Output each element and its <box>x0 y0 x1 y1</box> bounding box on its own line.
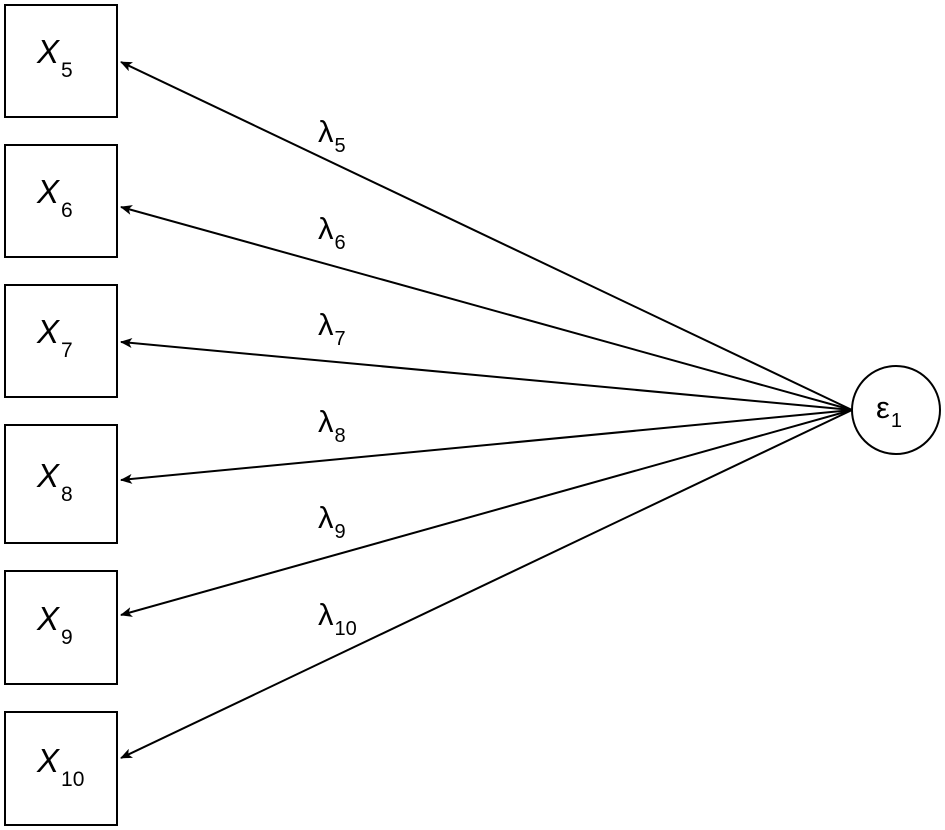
loading-label-8: λ8 <box>318 404 346 447</box>
indicator-symbol: X <box>36 33 61 70</box>
arrow-x10 <box>120 409 853 759</box>
indicator-box-x9: X9 <box>4 570 118 685</box>
svg-text:X6: X6 <box>36 173 73 222</box>
indicator-symbol: X <box>36 173 61 210</box>
indicator-subscript: 6 <box>61 199 73 222</box>
arrow-x6 <box>120 205 853 411</box>
indicator-symbol: X <box>36 600 61 637</box>
indicator-box-x8: X8 <box>4 424 118 544</box>
arrow-x5 <box>120 61 853 411</box>
indicator-boxes: X5 X6 X7 X8 X9 X10 <box>4 4 118 826</box>
indicator-subscript: 10 <box>61 768 84 791</box>
loading-label-5: λ5 <box>318 114 346 157</box>
arrow-x7 <box>120 338 853 411</box>
svg-text:X5: X5 <box>36 33 73 82</box>
indicator-symbol: X <box>36 457 61 494</box>
loading-label-10: λ10 <box>318 597 357 640</box>
indicator-subscript: 7 <box>61 339 73 362</box>
arrow-x9 <box>120 409 853 617</box>
indicator-symbol: X <box>36 313 61 350</box>
indicator-box-x10: X10 <box>4 711 118 826</box>
loading-arrows <box>120 61 853 759</box>
loading-label-7: λ7 <box>318 307 346 350</box>
error-node-label: ε1 <box>876 390 902 432</box>
indicator-symbol: X <box>36 742 61 779</box>
arrow-x8 <box>120 409 853 484</box>
indicator-box-x5: X5 <box>4 4 118 118</box>
indicator-subscript: 5 <box>61 59 73 82</box>
error-node: ε1 <box>851 365 941 455</box>
svg-text:X9: X9 <box>36 600 73 649</box>
loading-label-9: λ9 <box>318 500 346 543</box>
loading-label-6: λ6 <box>318 211 346 254</box>
loading-labels: λ5 λ6 λ7 λ8 λ9 λ10 <box>318 114 357 640</box>
indicator-box-x6: X6 <box>4 144 118 258</box>
indicator-subscript: 8 <box>61 483 73 506</box>
svg-text:X8: X8 <box>36 457 73 506</box>
svg-text:X7: X7 <box>36 313 73 362</box>
indicator-subscript: 9 <box>61 626 73 649</box>
indicator-box-x7: X7 <box>4 284 118 398</box>
svg-text:X10: X10 <box>36 742 84 791</box>
